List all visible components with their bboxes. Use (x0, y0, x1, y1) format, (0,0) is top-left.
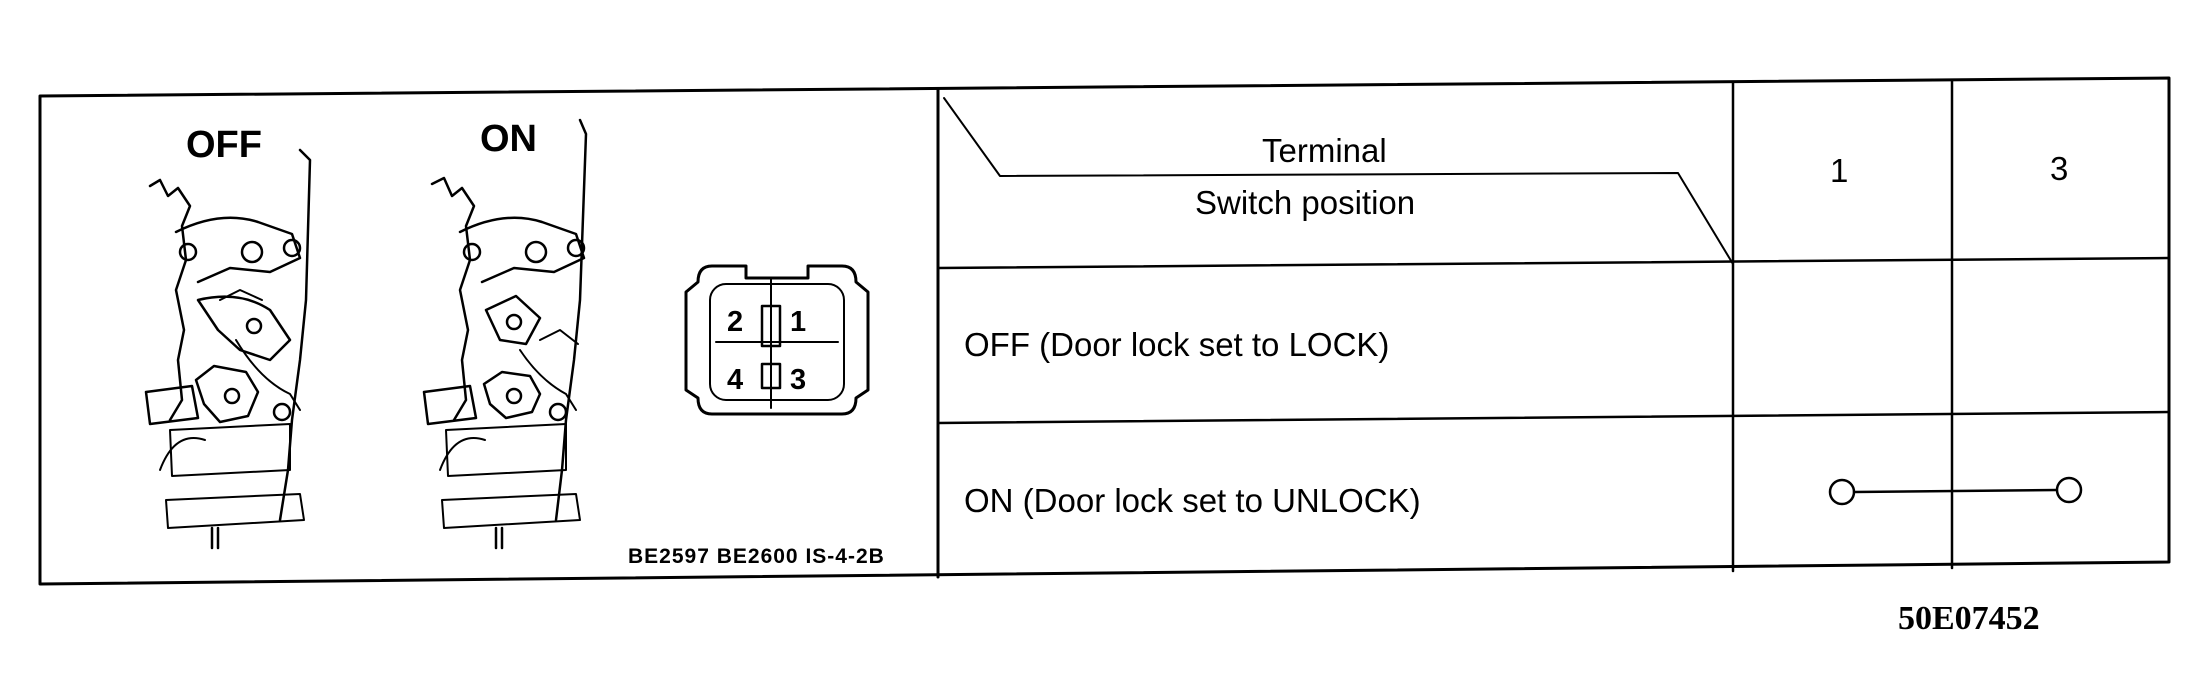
connector-pin-1: 1 (790, 306, 807, 338)
door-lock-off-illustration (144, 148, 312, 550)
connector-housing (684, 264, 870, 416)
continuity-symbol (1828, 476, 2083, 506)
terminal-3-node (2055, 476, 2083, 504)
connector-pin-3: 3 (790, 364, 807, 396)
terminal-header-1: 1 (1830, 152, 1849, 189)
header-row-divider (936, 256, 2171, 270)
door-lock-on-illustration (422, 118, 588, 550)
on-label: ON (480, 118, 537, 160)
row-divider (936, 410, 2171, 425)
connector-illustration (684, 264, 870, 416)
connector-pin-4: 4 (727, 364, 744, 396)
connector-face (709, 283, 845, 401)
reference-code: 50E07452 (1898, 600, 2040, 637)
corner-header-terminal: Terminal (1262, 132, 1387, 169)
corner-header-switch-position: Switch position (1195, 184, 1416, 221)
terminal-header-3: 3 (2050, 150, 2069, 187)
figure-codes: BE2597 BE2600 IS-4-2B (628, 545, 885, 568)
connector-latch-lower (760, 362, 782, 390)
row-label-off: OFF (Door lock set to LOCK) (964, 326, 1390, 363)
connector-latch-upper (760, 304, 782, 348)
terminal-1-node (1828, 478, 1856, 506)
row-label-on: ON (Door lock set to UNLOCK) (964, 482, 1421, 519)
continuity-line (1852, 488, 2059, 494)
corner-header-diagonal (943, 97, 1734, 265)
off-label: OFF (186, 124, 262, 166)
connector-pin-2: 2 (727, 306, 744, 338)
outer-border (38, 76, 2171, 586)
